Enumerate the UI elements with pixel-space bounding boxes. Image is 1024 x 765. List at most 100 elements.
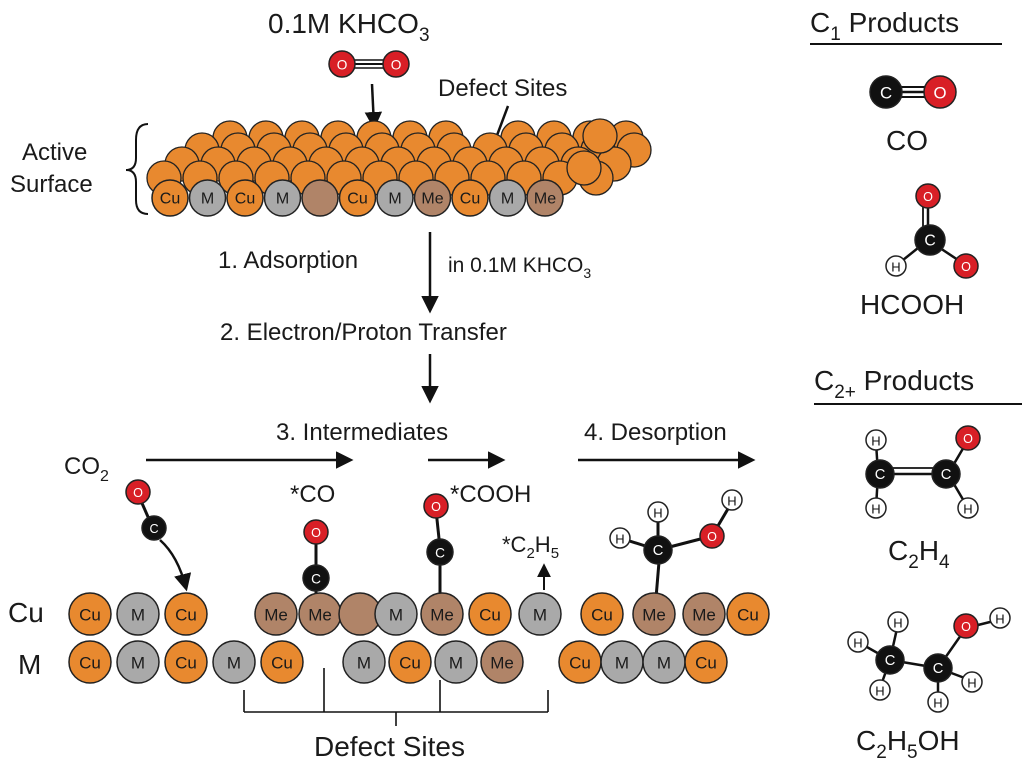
hcooh-carbon-atom-label: C bbox=[924, 233, 935, 250]
ethoxy-oxygen-atom-label: O bbox=[707, 530, 717, 544]
step-3-intermediates: 3. Intermediates bbox=[276, 419, 448, 446]
c2h4-oxygen-atom-label: O bbox=[963, 432, 973, 446]
c1-products-title: C1 Products bbox=[810, 7, 959, 45]
ethoxy-carbon-atom-label: C bbox=[653, 543, 664, 559]
lattice-row2-left-0: Cu bbox=[68, 640, 112, 684]
c2h4-hydrogen-atom-3: H bbox=[957, 497, 979, 519]
surface-front-atom-1-label: M bbox=[201, 191, 214, 208]
co2-oxygen-atom-label: O bbox=[133, 486, 143, 500]
lattice-row1-mid-1: Me bbox=[298, 592, 342, 636]
lattice-row1-left-0-label: Cu bbox=[79, 606, 101, 625]
surface-front-atom-8: Cu bbox=[451, 179, 489, 217]
co2-carbon-atom-label: C bbox=[149, 522, 158, 536]
c2h5oh-hydrogen-atom-2-label: H bbox=[893, 616, 902, 631]
c2h5oh-carbon-atom-2: C bbox=[923, 653, 953, 683]
defect-sites-bracket bbox=[243, 668, 549, 726]
c2h4-carbon-atom-1: C bbox=[865, 459, 895, 489]
surface-front-atom-8-label: Cu bbox=[460, 191, 480, 208]
c2h4-hydrogen-atom-1-label: H bbox=[871, 434, 880, 449]
adsorbed-co-carbon-atom-label: C bbox=[311, 572, 321, 587]
c2h5oh-hydrogen-atom-1-label: H bbox=[853, 636, 862, 651]
lattice-row1-mid-1-label: Me bbox=[308, 606, 332, 625]
c2h4-hydrogen-atom-2-label: H bbox=[871, 502, 880, 517]
hcooh-hydrogen-atom: H bbox=[885, 255, 907, 277]
co2-label: CO2 bbox=[64, 453, 109, 485]
intermediate-c2h5-label: *C2H5 bbox=[502, 532, 559, 562]
row-label-m: M bbox=[18, 649, 41, 680]
c2h4-product-label: C2H4 bbox=[888, 535, 950, 573]
lattice-row1-mid-5-label: Cu bbox=[479, 606, 501, 625]
o2-oxygen-atom-right-label: O bbox=[391, 58, 402, 73]
c2h4-hydrogen-atom-3-label: H bbox=[963, 502, 972, 517]
hcooh-oxygen-atom-right: O bbox=[953, 253, 979, 279]
adsorbed-co-oxygen-atom: O bbox=[303, 519, 329, 545]
surface-front-atom-0-label: Cu bbox=[160, 191, 180, 208]
surface-front-atom-3-label: M bbox=[276, 191, 289, 208]
ethoxy-hydrogen-atom-left-label: H bbox=[615, 532, 624, 547]
lattice-row1-mid-6-label: M bbox=[533, 606, 547, 625]
surface-front-atom-4 bbox=[301, 179, 339, 217]
lattice-row2-mid-1-label: Cu bbox=[399, 654, 421, 673]
c2h5oh-hydrogen-atom-5: H bbox=[927, 691, 949, 713]
lattice-row1-right-2-label: Me bbox=[692, 606, 716, 625]
surface-front-atom-1: M bbox=[188, 179, 227, 217]
lattice-row2-right-1: M bbox=[600, 640, 644, 684]
lattice-row2-left-3: M bbox=[212, 640, 256, 684]
c2h4-carbon-atom-1-label: C bbox=[875, 467, 886, 483]
adsorbed-cooh-oxygen-atom: O bbox=[423, 493, 449, 519]
lattice-row1-mid-6: M bbox=[518, 592, 562, 636]
c2h5oh-carbon-atom-1-label: C bbox=[885, 653, 896, 669]
lattice-row1-right-1: Me bbox=[632, 592, 676, 636]
surface-front-atom-5-label: Cu bbox=[347, 191, 367, 208]
lattice-row1-right-3: Cu bbox=[726, 592, 770, 636]
surface-front-atom-6-label: M bbox=[388, 191, 401, 208]
ethoxy-hydrogen-atom-left: H bbox=[609, 527, 631, 549]
product-co-oxygen-atom: O bbox=[923, 75, 957, 109]
hcooh-hydrogen-atom-label: H bbox=[891, 260, 900, 275]
surface-back-atom bbox=[566, 150, 602, 186]
co2-adsorption-arrow bbox=[159, 539, 192, 592]
ethoxy-hydrogen-atom-right: H bbox=[721, 489, 743, 511]
c2h5oh-hydrogen-atom-6: H bbox=[961, 671, 983, 693]
ethoxy-oxygen-atom: O bbox=[699, 523, 725, 549]
c2h5oh-product-label: C2H5OH bbox=[856, 725, 960, 763]
hcooh-carbon-atom: C bbox=[914, 224, 946, 256]
lattice-row1-right-0: Cu bbox=[580, 592, 624, 636]
c2h4-hydrogen-atom-2: H bbox=[865, 497, 887, 519]
active-surface-label: Active Surface bbox=[10, 139, 94, 198]
lattice-row1-left-0: Cu bbox=[68, 592, 112, 636]
lattice-row1-left-1-label: M bbox=[131, 606, 145, 625]
electrolyte-label: 0.1M KHCO3 bbox=[268, 8, 430, 46]
c2h4-carbon-atom-2: C bbox=[931, 459, 961, 489]
c2h5oh-oxygen-atom-label: O bbox=[961, 620, 971, 634]
active-surface-brace bbox=[125, 123, 149, 215]
lattice-row2-mid-3: Me bbox=[480, 640, 524, 684]
co-product-label: CO bbox=[886, 125, 928, 156]
c2h5oh-hydrogen-atom-5-label: H bbox=[933, 696, 942, 711]
lattice-row2-left-1-label: M bbox=[131, 654, 145, 673]
o2-oxygen-atom-left: O bbox=[328, 50, 356, 78]
product-co-oxygen-atom-label: O bbox=[933, 84, 946, 103]
co2-carbon-atom: C bbox=[141, 515, 167, 541]
lattice-row1-left-2: Cu bbox=[164, 592, 208, 636]
lattice-row2-right-2: M bbox=[642, 640, 686, 684]
adsorption-arrow-top bbox=[364, 83, 383, 130]
surface-front-atom-6: M bbox=[376, 179, 414, 217]
lattice-row1-left-2-label: Cu bbox=[175, 606, 197, 625]
lattice-row2-mid-3-label: Me bbox=[490, 654, 514, 673]
row-label-cu: Cu bbox=[8, 597, 44, 628]
surface-front-atom-10-label: Me bbox=[534, 191, 556, 208]
lattice-row2-left-4: Cu bbox=[260, 640, 304, 684]
co2-oxygen-atom: O bbox=[125, 479, 151, 505]
lattice-row2-right-0-label: Cu bbox=[569, 654, 591, 673]
lattice-row1-mid-0: Me bbox=[254, 592, 298, 636]
lattice-row2-mid-2: M bbox=[434, 640, 478, 684]
defect-sites-top-label: Defect Sites bbox=[438, 75, 567, 102]
surface-front-atom-7: Me bbox=[413, 179, 452, 217]
hcooh-oxygen-atom-top-label: O bbox=[923, 190, 933, 204]
surface-front-atom-10: Me bbox=[526, 179, 564, 217]
step-4-desorption: 4. Desorption bbox=[584, 419, 727, 446]
hcooh-product-label: HCOOH bbox=[860, 289, 964, 320]
lattice-row1-right-2: Me bbox=[682, 592, 726, 636]
